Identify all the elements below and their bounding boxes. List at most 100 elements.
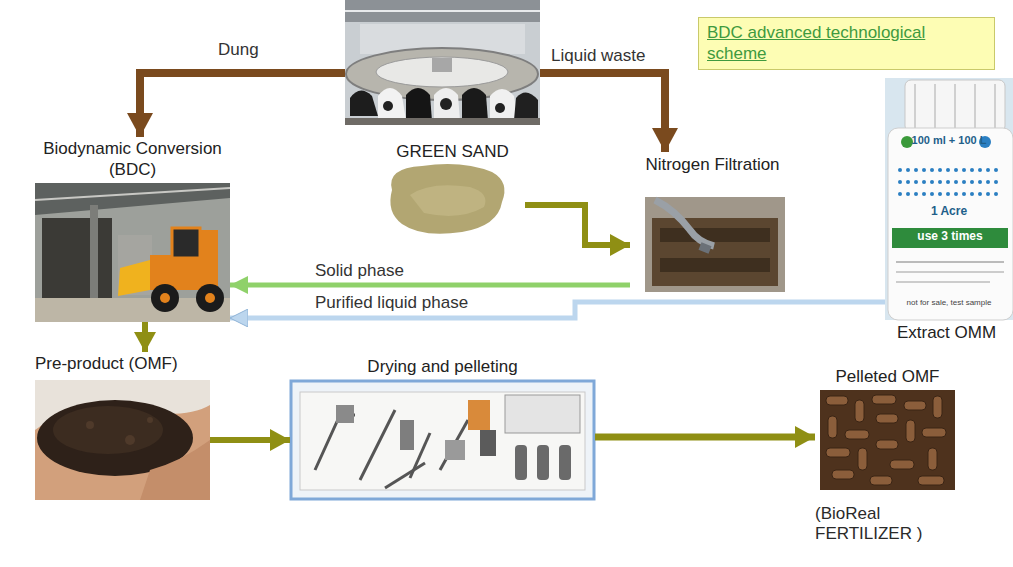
extract-bottle-photo-part-part [946,180,950,184]
pellets-photo-part-part [845,430,869,439]
bdc-shed-photo-part [90,205,98,305]
flow-label: Liquid waste [551,46,646,66]
extract-bottle-photo-part [934,84,936,128]
green-sand-photo-part [410,185,485,216]
pelleting-plant-drawing-part [515,445,527,480]
extract-bottle-photo-part-part [930,168,934,172]
pellets-photo-part-part [858,448,867,470]
pelleting-plant-drawing-part [559,445,571,480]
flow-label: Dung [218,40,259,60]
pellets-photo-part-part [918,476,944,485]
pellets-photo [820,390,955,490]
pellets-photo-part-part [906,420,915,442]
flow-arrow [230,283,630,288]
bottle-print: use 3 times [892,230,1008,244]
extract-bottle-photo-part-part [978,168,982,172]
pellets-photo-part-part [928,448,937,470]
pelleting-plant-drawing-part [505,395,580,433]
extract-bottle-photo-part-part [914,192,918,196]
flow-arrow [525,205,630,245]
milking-parlour-photo-part [495,103,505,113]
extract-bottle-photo-part-part [922,180,926,184]
extract-bottle-photo-part-part [962,192,966,196]
soil-photo-part [140,440,210,500]
flow-label: Purified liquid phase [315,293,468,313]
green-sand-photo [390,164,504,234]
pellets-photo-part-part [922,428,946,437]
extract-bottle-photo-part-part [986,180,990,184]
extract-bottle-photo-part-part [954,180,958,184]
extract-bottle-photo-part-part [994,168,998,172]
extract-bottle-photo-part-part [930,180,934,184]
filtration-tank-photo-part [700,246,710,250]
pelleting-plant-drawing-part [400,420,414,450]
flow-label: Solid phase [315,261,404,281]
extract-bottle-photo-part-part [898,168,902,172]
milking-parlour-photo-part [345,0,540,22]
extract-bottle-photo-part [994,84,996,128]
bdc-shed-photo-part [118,260,150,296]
extract-bottle-photo-part-part [994,192,998,196]
soil-photo-part [53,406,163,454]
pelleting-plant-drawing-part [445,440,465,460]
milking-parlour-photo-part [514,92,538,120]
extract-bottle-photo-part-part [906,192,910,196]
pelleting-plant-drawing-part [336,405,354,423]
extract-bottle-photo-part-part [962,168,966,172]
title-box: BDC advanced technological scheme [698,17,995,70]
bdc-shed-photo-part [118,235,152,295]
milking-parlour-photo-part [406,88,432,121]
extract-bottle-photo-part [954,84,956,128]
milking-parlour-photo-part [378,88,406,120]
pelleting-plant-drawing-part [480,430,496,456]
bdc-shed-photo-part [35,188,230,200]
extract-bottle-photo-part-part [986,192,990,196]
source-photo-box [345,0,540,125]
extract-bottle-photo-part-part [978,192,982,196]
pellets-photo-part-part [828,416,837,438]
extract-bottle-photo-part [896,261,1004,263]
extract-bottle-photo-part-part [978,180,982,184]
pellets-photo-part-part [876,414,898,423]
flow-arrow [540,73,665,152]
extract-bottle-photo-part-part [906,168,910,172]
pellets-photo-part-part [855,400,864,422]
extract-bottle-photo-part-part [906,180,910,184]
pellets-photo-part-part [826,448,850,457]
extract-bottle-photo-part-part [922,192,926,196]
pellets-photo-part-part [872,395,896,404]
pellets-photo-part-part [832,470,854,479]
node-heading: Extract OMM [897,323,996,344]
bdc-shed-photo [35,183,230,322]
milking-parlour-photo-part [345,118,540,125]
extract-bottle-photo-part-part [914,180,918,184]
node-heading: BDC advanced technological scheme [707,23,986,64]
bdc-shed-photo-part [35,183,230,322]
filtration-tank-photo-part [660,228,770,242]
bdc-shed-photo-part [205,293,215,303]
extract-bottle-photo-part [901,136,913,148]
milking-parlour-photo-part [440,98,452,110]
flow-arrow [210,437,290,443]
extract-bottle-photo-part-part [970,192,974,196]
pellets-photo-part-part [826,396,848,405]
bdc-shed-photo-part [172,228,200,258]
extract-bottle-photo-part-part [954,192,958,196]
bdc-shed-photo-part [160,293,170,303]
node-heading: Nitrogen Filtration [645,155,779,176]
filtration-tank-photo [645,197,785,292]
extract-bottle-photo-part [888,128,1013,320]
node-heading: Biodynamic Conversion (BDC) [39,139,226,180]
node-heading: GREEN SAND [396,142,508,163]
flow-arrow [595,434,815,441]
soil-photo-part [125,435,135,445]
extract-bottle-photo-part-part [970,168,974,172]
extract-bottle-photo-part-part [898,180,902,184]
soil-photo-part [35,380,210,500]
extract-bottle-photo-part-part [962,180,966,184]
soil-photo [35,380,210,500]
extract-bottle-photo-part-part [986,168,990,172]
pelleting-plant-drawing-part [300,392,585,490]
soil-photo-part [147,417,153,423]
